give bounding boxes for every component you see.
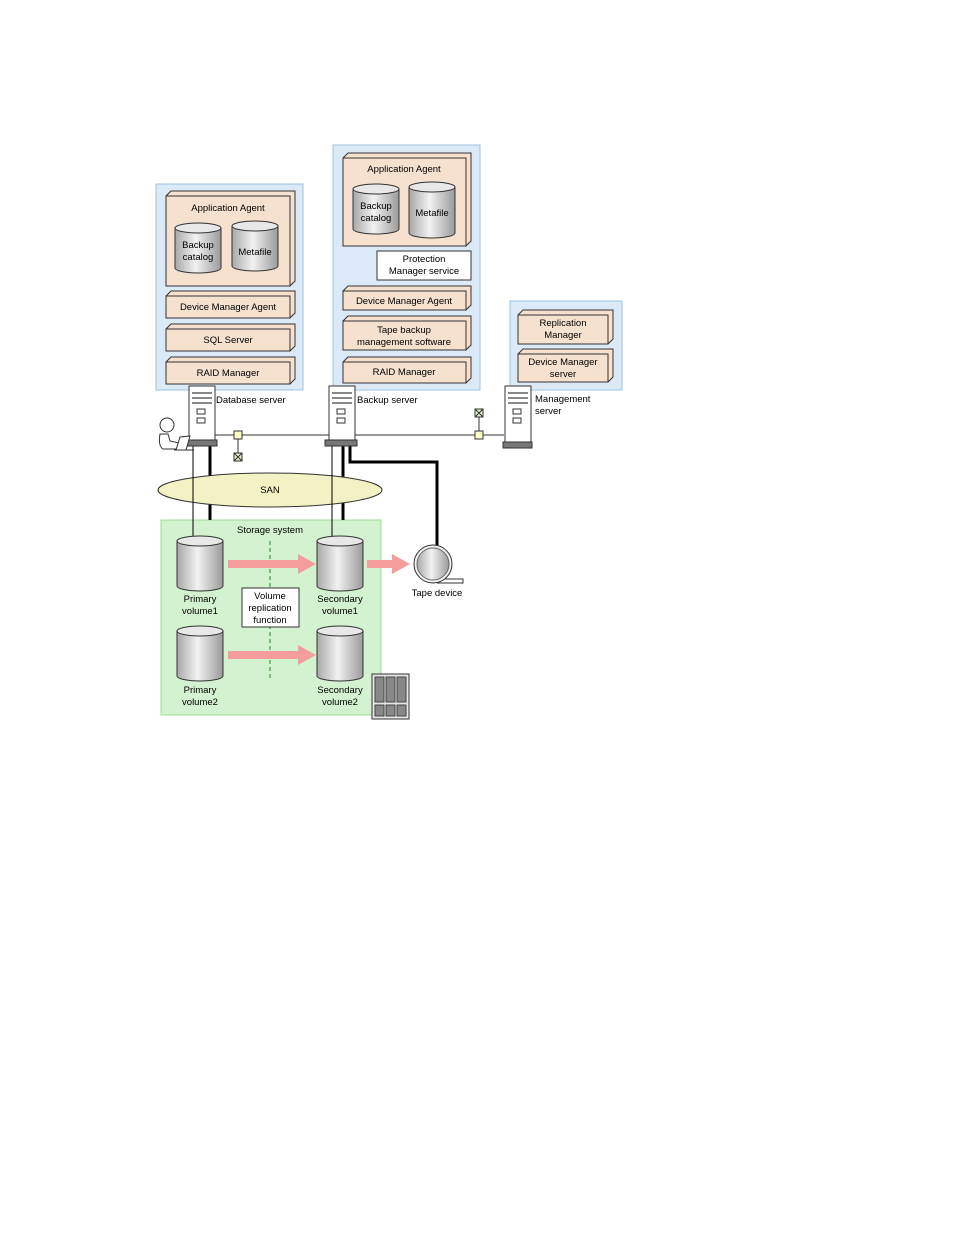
device-manager-server-label-1: Device Manager bbox=[528, 357, 597, 368]
db-backup-catalog-label-1: Backup bbox=[182, 240, 214, 251]
primary-volume2-label-2: volume2 bbox=[182, 697, 218, 708]
replication-manager-label-2: Manager bbox=[544, 330, 582, 341]
primary-volume2-icon bbox=[177, 626, 223, 681]
tape-backup-label-2: management software bbox=[357, 337, 451, 348]
lan-connector-1 bbox=[234, 431, 242, 455]
replication-manager-box: Replication Manager bbox=[518, 310, 613, 344]
backup-raid-manager-box: RAID Manager bbox=[343, 357, 471, 383]
backup-backup-catalog-label-1: Backup bbox=[360, 201, 392, 212]
tape-device-icon bbox=[414, 545, 463, 583]
device-manager-server-label-2: server bbox=[550, 369, 576, 380]
protection-manager-label-1: Protection bbox=[403, 254, 446, 265]
db-sql-server-label: SQL Server bbox=[203, 335, 252, 346]
replication-manager-label-1: Replication bbox=[540, 318, 587, 329]
secondary-volume1-label-2: volume1 bbox=[322, 606, 358, 617]
management-server-label-2: server bbox=[535, 406, 561, 417]
tape-backup-software-box: Tape backup management software bbox=[343, 316, 471, 350]
db-app-agent-title: Application Agent bbox=[191, 203, 265, 214]
lan-terminator-2-icon bbox=[475, 409, 483, 417]
vrf-label-1: Volume bbox=[254, 591, 286, 602]
backup-device-manager-agent-box: Device Manager Agent bbox=[343, 286, 471, 310]
backup-device-manager-agent-label: Device Manager Agent bbox=[356, 296, 452, 307]
db-raid-manager-label: RAID Manager bbox=[197, 368, 260, 379]
device-manager-server-box: Device Manager server bbox=[518, 349, 613, 382]
database-server-label: Database server bbox=[216, 395, 286, 406]
primary-volume1-label-1: Primary bbox=[184, 594, 217, 605]
san-label: SAN bbox=[260, 485, 280, 496]
backup-server-label: Backup server bbox=[357, 395, 418, 406]
tape-backup-label-1: Tape backup bbox=[377, 325, 431, 336]
backup-server-icon bbox=[325, 386, 357, 446]
lan-terminator-1-icon bbox=[234, 453, 242, 461]
protection-manager-service-box: Protection Manager service bbox=[377, 251, 471, 280]
vrf-label-2: replication bbox=[248, 603, 291, 614]
primary-volume2-label-1: Primary bbox=[184, 685, 217, 696]
primary-volume1-label-2: volume1 bbox=[182, 606, 218, 617]
backup-app-agent-title: Application Agent bbox=[367, 164, 441, 175]
db-raid-manager-box: RAID Manager bbox=[166, 357, 295, 384]
db-metafile-label: Metafile bbox=[238, 247, 271, 258]
storage-system-title: Storage system bbox=[237, 525, 303, 536]
vrf-label-3: function bbox=[253, 615, 286, 626]
tape-device-label: Tape device bbox=[412, 588, 463, 599]
secondary-volume2-label-2: volume2 bbox=[322, 697, 358, 708]
secondary-volume2-label-1: Secondary bbox=[317, 685, 363, 696]
db-sql-server-box: SQL Server bbox=[166, 324, 295, 351]
db-device-manager-agent-label: Device Manager Agent bbox=[180, 302, 276, 313]
storage-cabinet-icon bbox=[372, 674, 409, 719]
secondary-volume2-icon bbox=[317, 626, 363, 681]
protection-manager-label-2: Manager service bbox=[389, 266, 459, 277]
db-backup-catalog-label-2: catalog bbox=[183, 252, 214, 263]
primary-volume1-icon bbox=[177, 536, 223, 591]
backup-backup-catalog-label-2: catalog bbox=[361, 213, 392, 224]
management-server-icon bbox=[503, 386, 532, 448]
secondary-volume1-icon bbox=[317, 536, 363, 591]
backup-metafile-label: Metafile bbox=[415, 208, 448, 219]
db-device-manager-agent-box: Device Manager Agent bbox=[166, 291, 295, 318]
management-server-label-1: Management bbox=[535, 394, 591, 405]
volume-replication-function-box: Volume replication function bbox=[242, 588, 299, 627]
backup-raid-manager-label: RAID Manager bbox=[373, 367, 436, 378]
db-metafile-icon bbox=[232, 221, 278, 271]
secondary-volume1-label-1: Secondary bbox=[317, 594, 363, 605]
